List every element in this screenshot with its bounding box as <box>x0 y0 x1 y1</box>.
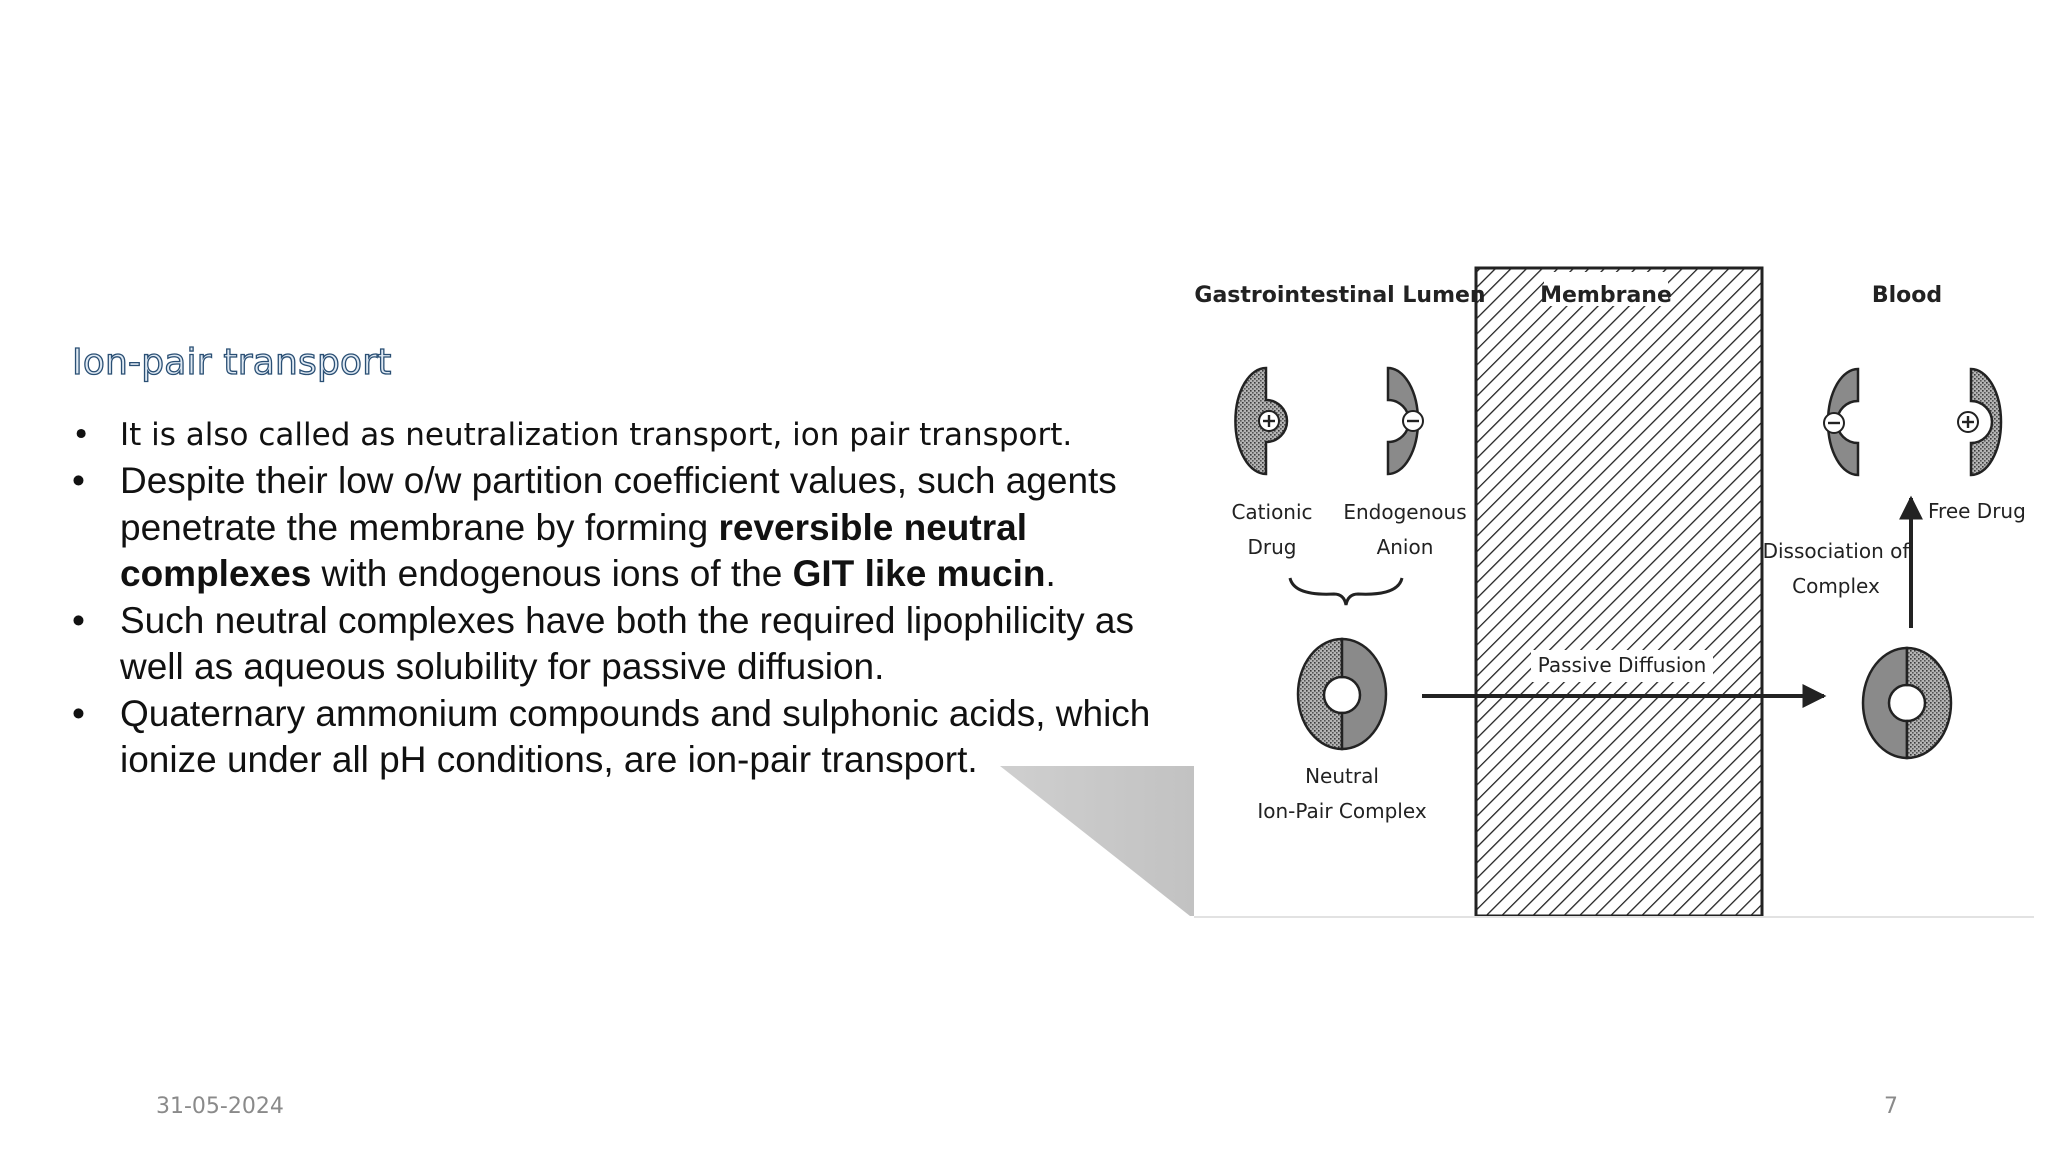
bullet-text-run: Quaternary ammonium compounds and sulpho… <box>120 692 1151 781</box>
bullet-bold-text: reversible neutral complexes <box>120 506 1027 595</box>
bullet-item: • Despite their low o/w partition coeffic… <box>72 458 1202 598</box>
bullet-text-run: with endogenous ions of the <box>311 553 793 594</box>
bullet-item: • Quaternary ammonium compounds and sulph… <box>72 691 1202 784</box>
figure-shadow <box>1000 766 1195 916</box>
slide-date: 31-05-2024 <box>156 1094 284 1119</box>
bullet-text-run: It is also called as neutralization tran… <box>120 417 1073 453</box>
label-endogenous: Endogenous <box>1343 500 1466 524</box>
label-ion-pair-complex: Ion-Pair Complex <box>1257 799 1426 823</box>
neutral-complex-icon <box>1296 637 1388 751</box>
bullet-list: • It is also called as neutralization tra… <box>72 412 1202 784</box>
membrane-band <box>1474 266 1764 918</box>
bullet-dot: • <box>72 599 85 641</box>
blood-complex-icon <box>1861 646 1953 760</box>
bullet-text: It is also called as neutralization tran… <box>120 417 1072 453</box>
ion-pair-diagram: Gastrointestinal Lumen Membrane Blood Ca… <box>1194 258 2034 918</box>
label-neutral: Neutral <box>1305 764 1379 788</box>
free-drug-icon <box>1957 367 2003 477</box>
grouping-brace <box>1288 577 1404 606</box>
bullet-text-run: Despite their low o/w partition coeffici… <box>120 460 1117 548</box>
label-free-drug: Free Drug <box>1928 499 2026 523</box>
endogenous-anion-icon <box>1386 366 1424 476</box>
bullet-dot: • <box>72 460 85 501</box>
header-blood: Blood <box>1872 283 1942 308</box>
header-lumen: Gastrointestinal Lumen <box>1194 283 1485 308</box>
bullet-item: • It is also called as neutralization tra… <box>72 412 1202 458</box>
label-drug: Drug <box>1248 535 1297 559</box>
blood-anion-icon <box>1823 367 1860 477</box>
bullet-text: Quaternary ammonium compounds and sulpho… <box>120 693 1150 781</box>
bullet-text-run: Such neutral complexes have both the req… <box>120 599 1134 688</box>
bullet-text: Such neutral complexes have both the req… <box>120 600 1134 688</box>
bullet-item: • Such neutral complexes have both the re… <box>72 598 1202 691</box>
bullet-dot: • <box>72 692 85 734</box>
label-dissociation-of: Dissociation of <box>1763 539 1911 563</box>
header-membrane: Membrane <box>1540 283 1672 308</box>
label-anion: Anion <box>1377 535 1434 559</box>
label-cationic: Cationic <box>1231 500 1312 524</box>
bullet-dot: • <box>72 417 91 453</box>
bullet-bold-text: GIT like mucin <box>792 553 1046 594</box>
label-complex: Complex <box>1792 574 1880 598</box>
bullet-text: Despite their low o/w partition coeffici… <box>120 460 1117 594</box>
slide-page-number: 7 <box>1884 1094 1898 1119</box>
label-passive-diffusion: Passive Diffusion <box>1538 653 1707 677</box>
bullet-text-run: . <box>1045 553 1056 594</box>
slide-title: Ion-pair transport <box>71 341 392 383</box>
cationic-drug-icon <box>1234 366 1289 476</box>
